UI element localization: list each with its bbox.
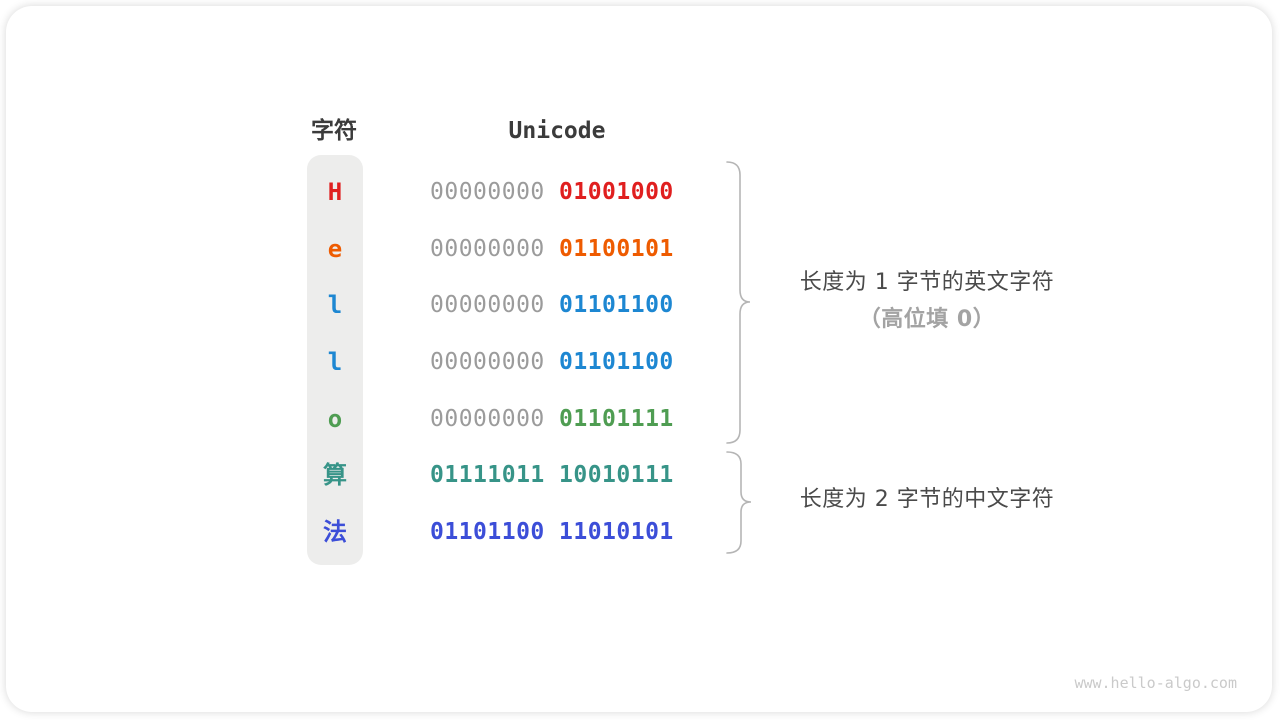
char-cell: l: [327, 348, 343, 376]
char-cell: 法: [323, 518, 347, 546]
table-row: 法 01101100 11010101: [0, 510, 760, 554]
column-header-unicode: Unicode: [508, 118, 606, 144]
brace-two-byte-group: [726, 451, 752, 554]
table-row: e 00000000 01100101: [0, 227, 760, 271]
char-cell: o: [327, 405, 343, 433]
unicode-byte-high: 00000000: [430, 292, 545, 318]
table-row: 算 01111011 10010111: [0, 453, 760, 497]
column-header-character: 字符: [311, 118, 357, 144]
char-cell: 算: [323, 461, 347, 489]
unicode-byte-low: 01101100: [559, 349, 674, 375]
character-column-background: [307, 155, 363, 565]
unicode-byte-high: 01101100: [430, 519, 545, 545]
unicode-byte-high: 01111011: [430, 462, 545, 488]
table-row: l 00000000 01101100: [0, 340, 760, 384]
diagram-card: [6, 6, 1272, 712]
unicode-byte-high: 00000000: [430, 349, 545, 375]
table-row: H 00000000 01001000: [0, 170, 760, 214]
char-cell: H: [327, 178, 343, 206]
table-row: o 00000000 01101111: [0, 397, 760, 441]
annotation-one-byte-line1: 长度为 1 字节的英文字符: [799, 270, 1055, 295]
char-cell: l: [327, 291, 343, 319]
table-row: l 00000000 01101100: [0, 283, 760, 327]
unicode-byte-low: 01101100: [559, 292, 674, 318]
unicode-byte-high: 00000000: [430, 406, 545, 432]
annotation-two-byte: 长度为 2 字节的中文字符: [799, 487, 1055, 512]
annotation-one-byte-line2: （高位填 0）: [858, 307, 996, 332]
unicode-byte-high: 00000000: [430, 236, 545, 262]
unicode-byte-low: 01001000: [559, 179, 674, 205]
brace-one-byte-group: [726, 161, 751, 444]
unicode-byte-high: 00000000: [430, 179, 545, 205]
watermark-url: www.hello-algo.com: [1074, 674, 1237, 692]
unicode-byte-low: 01100101: [559, 236, 674, 262]
char-cell: e: [327, 235, 343, 263]
unicode-byte-low: 01101111: [559, 406, 674, 432]
unicode-byte-low: 10010111: [559, 462, 674, 488]
unicode-byte-low: 11010101: [559, 519, 674, 545]
